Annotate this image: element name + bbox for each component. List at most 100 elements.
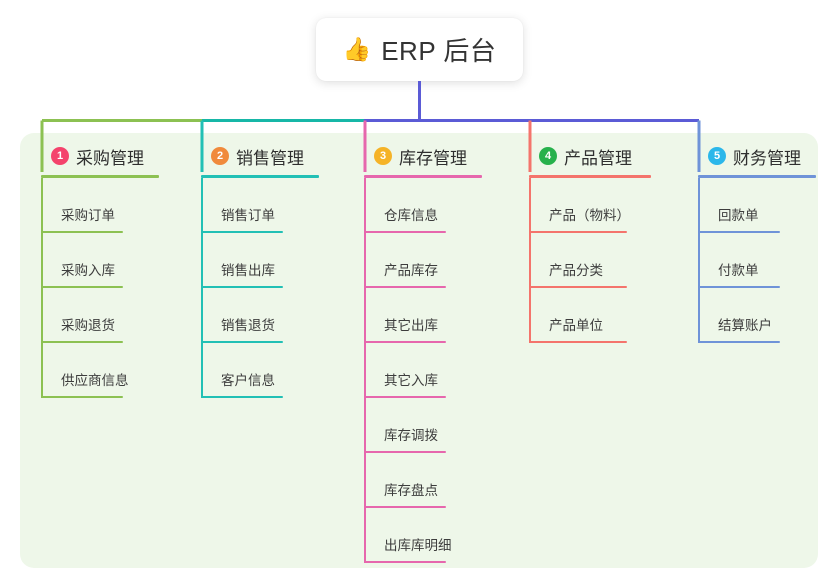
leaf-item[interactable]: 采购订单: [33, 178, 188, 233]
leaf-underline: [41, 231, 123, 233]
leaf-item[interactable]: 销售退货: [193, 288, 348, 343]
leaf-item-label: 产品分类: [549, 263, 603, 278]
leaf-item[interactable]: 产品（物料）: [521, 178, 681, 233]
category-underline: [201, 175, 319, 178]
category-header-2[interactable]: 2 销售管理: [193, 143, 348, 169]
leaf-item-label: 回款单: [718, 208, 759, 223]
leaf-item-label: 客户信息: [221, 373, 275, 388]
leaf-item-label: 销售订单: [221, 208, 275, 223]
leaf-item[interactable]: 客户信息: [193, 343, 348, 398]
leaf-underline: [698, 231, 780, 233]
category-column-3: 3 库存管理仓库信息产品库存其它出库其它入库库存调拨库存盘点出库库明细: [356, 143, 511, 563]
category-label: 产品管理: [564, 148, 632, 168]
leaf-spine: [698, 178, 700, 343]
category-badge-1: 1: [51, 147, 69, 165]
leaf-underline: [364, 396, 446, 398]
leaf-list: 产品（物料） 产品分类产品单位: [521, 178, 681, 343]
category-underline: [41, 175, 159, 178]
leaf-underline: [364, 341, 446, 343]
category-badge-2: 2: [211, 147, 229, 165]
leaf-underline: [364, 506, 446, 508]
leaf-item-label: 其它出库: [384, 318, 438, 333]
category-column-1: 1 采购管理采购订单采购入库采购退货供应商信息: [33, 143, 188, 398]
category-header-3[interactable]: 3 库存管理: [356, 143, 511, 169]
leaf-item-label: 产品（物料）: [549, 208, 630, 223]
leaf-spine: [41, 178, 43, 398]
leaf-underline: [201, 286, 283, 288]
category-column-4: 4 产品管理产品（物料） 产品分类产品单位: [521, 143, 681, 343]
leaf-underline: [41, 396, 123, 398]
leaf-item[interactable]: 产品单位: [521, 288, 681, 343]
leaf-item[interactable]: 结算账户: [690, 288, 818, 343]
leaf-item-label: 付款单: [718, 263, 759, 278]
leaf-underline: [364, 451, 446, 453]
leaf-item[interactable]: 供应商信息: [33, 343, 188, 398]
leaf-item-label: 库存盘点: [384, 483, 438, 498]
category-underline: [529, 175, 651, 178]
leaf-spine: [201, 178, 203, 398]
thumbs-up-icon: 👍: [342, 36, 372, 62]
category-underline: [364, 175, 482, 178]
leaf-underline: [529, 341, 627, 343]
leaf-underline: [41, 286, 123, 288]
root-node-title: ERP 后台: [381, 36, 497, 66]
leaf-item-label: 销售退货: [221, 318, 275, 333]
leaf-item[interactable]: 采购入库: [33, 233, 188, 288]
leaf-underline: [201, 341, 283, 343]
leaf-item-label: 产品库存: [384, 263, 438, 278]
leaf-underline: [698, 286, 780, 288]
leaf-item[interactable]: 其它出库: [356, 288, 511, 343]
leaf-underline: [529, 286, 627, 288]
leaf-underline: [698, 341, 780, 343]
category-badge-3: 3: [374, 147, 392, 165]
leaf-item-label: 产品单位: [549, 318, 603, 333]
leaf-underline: [364, 286, 446, 288]
leaf-item-label: 采购退货: [61, 318, 115, 333]
leaf-item-label: 采购入库: [61, 263, 115, 278]
leaf-underline: [364, 231, 446, 233]
category-header-1[interactable]: 1 采购管理: [33, 143, 188, 169]
category-label: 库存管理: [399, 148, 467, 168]
leaf-item-label: 仓库信息: [384, 208, 438, 223]
leaf-item[interactable]: 采购退货: [33, 288, 188, 343]
leaf-item[interactable]: 库存调拨: [356, 398, 511, 453]
root-node-card[interactable]: 👍 ERP 后台: [316, 18, 523, 81]
category-header-4[interactable]: 4 产品管理: [521, 143, 681, 169]
leaf-item[interactable]: 销售出库: [193, 233, 348, 288]
leaf-item[interactable]: 产品库存: [356, 233, 511, 288]
category-column-5: 5 财务管理回款单付款单结算账户: [690, 143, 818, 343]
category-label: 销售管理: [236, 148, 304, 168]
category-label: 采购管理: [76, 148, 144, 168]
leaf-spine: [364, 178, 366, 563]
leaf-list: 采购订单采购入库采购退货供应商信息: [33, 178, 188, 398]
leaf-item-label: 采购订单: [61, 208, 115, 223]
leaf-item[interactable]: 回款单: [690, 178, 818, 233]
leaf-underline: [41, 341, 123, 343]
leaf-item-label: 其它入库: [384, 373, 438, 388]
category-column-2: 2 销售管理销售订单销售出库销售退货客户信息: [193, 143, 348, 398]
leaf-item-label: 出库库明细: [384, 538, 452, 553]
category-badge-4: 4: [539, 147, 557, 165]
leaf-list: 回款单付款单结算账户: [690, 178, 818, 343]
leaf-item[interactable]: 付款单: [690, 233, 818, 288]
category-header-5[interactable]: 5 财务管理: [690, 143, 818, 169]
leaf-item-label: 供应商信息: [61, 373, 129, 388]
leaf-item[interactable]: 仓库信息: [356, 178, 511, 233]
leaf-list: 仓库信息产品库存其它出库其它入库库存调拨库存盘点出库库明细: [356, 178, 511, 563]
leaf-item[interactable]: 其它入库: [356, 343, 511, 398]
leaf-list: 销售订单销售出库销售退货客户信息: [193, 178, 348, 398]
leaf-item[interactable]: 销售订单: [193, 178, 348, 233]
leaf-item-label: 结算账户: [718, 318, 772, 333]
leaf-item[interactable]: 出库库明细: [356, 508, 511, 563]
leaf-underline: [364, 561, 446, 563]
diagram-panel: [20, 133, 818, 568]
category-badge-5: 5: [708, 147, 726, 165]
leaf-underline: [201, 231, 283, 233]
leaf-underline: [201, 396, 283, 398]
leaf-item[interactable]: 产品分类: [521, 233, 681, 288]
leaf-item[interactable]: 库存盘点: [356, 453, 511, 508]
leaf-item-label: 销售出库: [221, 263, 275, 278]
category-underline: [698, 175, 816, 178]
leaf-item-label: 库存调拨: [384, 428, 438, 443]
category-label: 财务管理: [733, 148, 801, 168]
